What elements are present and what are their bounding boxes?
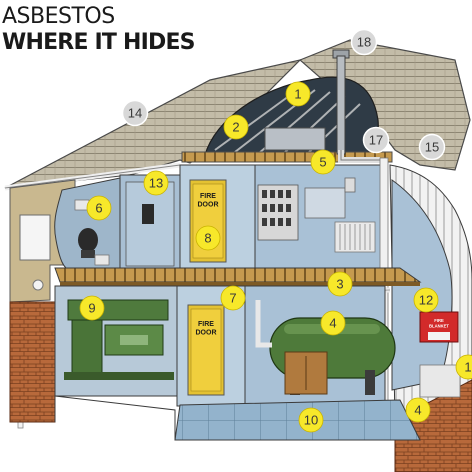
yellow-marker-label: 9 bbox=[88, 301, 95, 316]
yellow-marker-circle bbox=[285, 81, 311, 107]
grey-marker-17-2: 17 bbox=[362, 126, 390, 154]
yellow-marker-2-1: 2 bbox=[223, 114, 249, 140]
grey-marker-label: 18 bbox=[357, 35, 371, 50]
grey-marker-15-1: 15 bbox=[418, 133, 446, 161]
yellow-marker-label: 12 bbox=[419, 293, 433, 308]
grey-marker-label: 14 bbox=[128, 106, 142, 121]
yellow-marker-label: 3 bbox=[336, 277, 343, 292]
yellow-marker-circle bbox=[195, 225, 221, 251]
yellow-marker-circle bbox=[79, 295, 105, 321]
grey-marker-label: 15 bbox=[425, 140, 439, 155]
yellow-marker-circle bbox=[220, 285, 246, 311]
title-line-2: WHERE IT HIDES bbox=[2, 30, 196, 55]
yellow-marker-circle bbox=[405, 397, 431, 423]
grey-marker-circle bbox=[362, 126, 390, 154]
yellow-marker-3-2: 3 bbox=[327, 271, 353, 297]
upper-floor bbox=[119, 164, 386, 269]
yellow-marker-7-7: 7 bbox=[220, 285, 246, 311]
yellow-marker-circle bbox=[298, 407, 324, 433]
sign-fire-door-lower-line-2: DOOR bbox=[196, 330, 217, 337]
yellow-marker-13-12: 13 bbox=[143, 170, 169, 196]
yellow-marker-label: 1 bbox=[294, 87, 301, 102]
yellow-marker-label: 4 bbox=[414, 403, 421, 418]
yellow-marker-label: 13 bbox=[149, 176, 163, 191]
flue-pipe bbox=[332, 49, 380, 163]
yellow-marker-12-11: 12 bbox=[413, 287, 439, 313]
yellow-marker-1-13: 1 bbox=[455, 354, 472, 380]
sign-fire-door-upper-line-2: DOOR bbox=[198, 202, 219, 209]
yellow-marker-label: 1 bbox=[464, 360, 471, 375]
grey-marker-circle bbox=[418, 133, 446, 161]
yellow-marker-6-6: 6 bbox=[86, 195, 112, 221]
yellow-marker-circle bbox=[320, 310, 346, 336]
sign-fire-door-lower-line-1: FIRE bbox=[198, 321, 214, 328]
grey-marker-14-0: 14 bbox=[121, 99, 149, 127]
yellow-marker-circle bbox=[310, 149, 336, 175]
yellow-marker-label: 10 bbox=[304, 413, 318, 428]
yellow-marker-circle bbox=[86, 195, 112, 221]
yellow-marker-label: 2 bbox=[232, 120, 239, 135]
yellow-marker-circle bbox=[223, 114, 249, 140]
yellow-marker-circle bbox=[455, 354, 472, 380]
yellow-marker-circle bbox=[413, 287, 439, 313]
yellow-marker-circle bbox=[143, 170, 169, 196]
yellow-marker-circle bbox=[327, 271, 353, 297]
yellow-marker-9-9: 9 bbox=[79, 295, 105, 321]
grey-marker-label: 17 bbox=[369, 133, 383, 148]
yellow-marker-10-10: 10 bbox=[298, 407, 324, 433]
sign-fire-door-upper-line-1: FIRE bbox=[200, 193, 216, 200]
yellow-marker-label: 8 bbox=[204, 231, 211, 246]
sign-fire-blanket-line-2: BLANKET bbox=[429, 324, 449, 329]
grey-marker-18-3: 18 bbox=[350, 28, 378, 56]
sign-fire-blanket-line-1: FIRE bbox=[434, 318, 444, 323]
yellow-marker-4-4: 4 bbox=[405, 397, 431, 423]
yellow-marker-1-0: 1 bbox=[285, 81, 311, 107]
grey-marker-circle bbox=[121, 99, 149, 127]
title-line-1: ASBESTOS bbox=[2, 4, 115, 29]
yellow-marker-label: 5 bbox=[319, 155, 326, 170]
yellow-marker-4-3: 4 bbox=[320, 310, 346, 336]
yellow-marker-label: 4 bbox=[329, 316, 336, 331]
yellow-marker-5-5: 5 bbox=[310, 149, 336, 175]
yellow-marker-label: 7 bbox=[229, 291, 236, 306]
yellow-marker-label: 6 bbox=[95, 201, 102, 216]
yellow-marker-8-8: 8 bbox=[195, 225, 221, 251]
grey-marker-circle bbox=[350, 28, 378, 56]
left-wing bbox=[9, 177, 121, 423]
